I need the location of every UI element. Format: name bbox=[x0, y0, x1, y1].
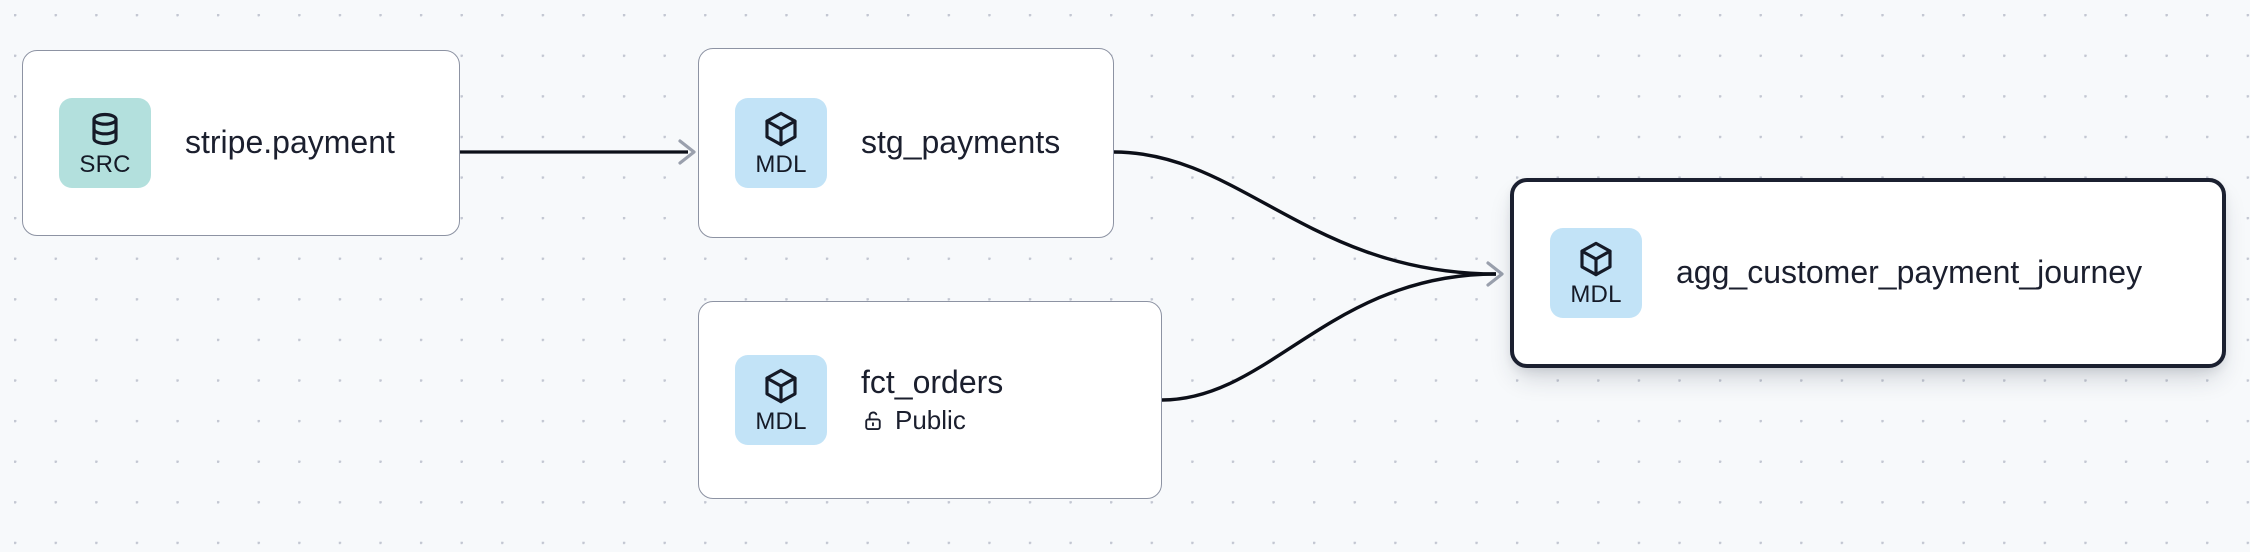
node-title: stripe.payment bbox=[185, 124, 395, 161]
badge-label: SRC bbox=[79, 151, 131, 178]
node-title: agg_customer_payment_journey bbox=[1676, 254, 2143, 291]
lineage-node-fct-orders[interactable]: MDL fct_orders Public bbox=[698, 301, 1162, 499]
node-type-badge-mdl: MDL bbox=[735, 355, 827, 445]
arrow-head-icon bbox=[678, 139, 696, 165]
cube-icon bbox=[761, 366, 801, 406]
node-text-block: stg_payments bbox=[861, 125, 1060, 160]
badge-label: MDL bbox=[755, 151, 807, 178]
lineage-node-agg-customer-payment-journey[interactable]: MDL agg_customer_payment_journey bbox=[1510, 178, 2226, 368]
node-visibility: Public bbox=[861, 406, 1003, 435]
node-type-badge-mdl: MDL bbox=[1550, 228, 1642, 318]
badge-label: MDL bbox=[1570, 281, 1622, 308]
badge-label: MDL bbox=[755, 408, 807, 435]
lineage-node-stripe-payment[interactable]: SRC stripe.payment bbox=[22, 50, 460, 236]
node-text-block: fct_orders Public bbox=[861, 364, 1004, 435]
arrow-head-icon bbox=[1486, 261, 1504, 287]
node-type-badge-src: SRC bbox=[59, 98, 151, 188]
node-text-block: stripe.payment bbox=[185, 125, 395, 160]
lineage-node-stg-payments[interactable]: MDL stg_payments bbox=[698, 48, 1114, 238]
node-text-block: agg_customer_payment_journey bbox=[1676, 255, 2142, 290]
database-icon bbox=[85, 109, 125, 149]
node-title: stg_payments bbox=[861, 124, 1061, 161]
node-type-badge-mdl: MDL bbox=[735, 98, 827, 188]
unlock-icon bbox=[861, 408, 886, 433]
edge-fct-to-agg bbox=[1161, 261, 1504, 402]
edge-stg-to-agg bbox=[1113, 150, 1497, 276]
node-visibility-label: Public bbox=[895, 405, 966, 436]
node-title: fct_orders bbox=[861, 364, 1004, 401]
edge-stripe-to-stg bbox=[460, 139, 696, 165]
cube-icon bbox=[1576, 239, 1616, 279]
cube-icon bbox=[761, 109, 801, 149]
